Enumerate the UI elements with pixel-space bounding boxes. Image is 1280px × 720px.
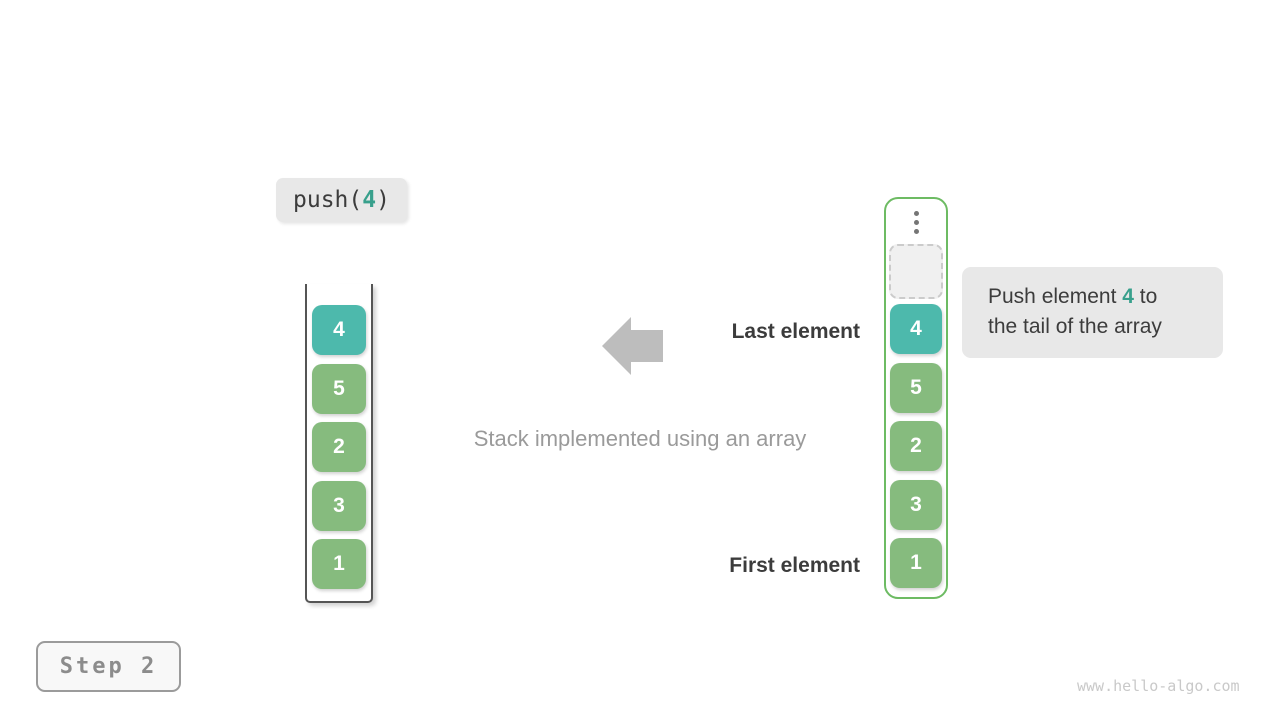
push-value: 4	[362, 187, 377, 213]
stack-container-plain: 4 5 2 3 1	[305, 284, 373, 603]
push-prefix: push(	[293, 187, 363, 213]
watermark: www.hello-algo.com	[1077, 677, 1240, 695]
annotation-text-2: to	[1133, 285, 1158, 308]
last-element-label: Last element	[731, 320, 860, 343]
annotation-bubble: Push element 4 to the tail of the array	[962, 267, 1223, 358]
step-badge: Step 2	[36, 641, 181, 692]
stack-cell: 2	[312, 422, 366, 472]
stack-cell: 3	[312, 480, 366, 531]
vertical-ellipsis-icon	[913, 211, 919, 234]
annotation-highlight-value: 4	[1122, 285, 1134, 308]
stack-cell: 1	[312, 539, 366, 589]
stack-cell: 1	[890, 538, 942, 588]
push-suffix: )	[376, 187, 390, 213]
annotation-text-1: Push element	[988, 285, 1123, 308]
array-cells: 4 5 2 3 1	[890, 304, 942, 588]
caption-text: Stack implemented using an array	[473, 426, 807, 451]
stack-cell: 3	[890, 479, 942, 530]
stack-cell: 5	[312, 363, 366, 414]
annotation-text-3: the tail of the array	[988, 314, 1162, 338]
stack-cell: 2	[890, 421, 942, 471]
empty-array-slot	[889, 244, 943, 299]
stack-cell: 4	[312, 305, 366, 355]
stack-cell: 4	[890, 304, 942, 354]
push-operation-label: push(4)	[276, 178, 407, 222]
left-arrow-icon	[602, 317, 663, 375]
array-container-bordered: 4 5 2 3 1	[884, 197, 948, 599]
stack-cell: 5	[890, 362, 942, 413]
step-badge-label: Step 2	[59, 654, 158, 679]
first-element-label: First element	[729, 554, 860, 577]
